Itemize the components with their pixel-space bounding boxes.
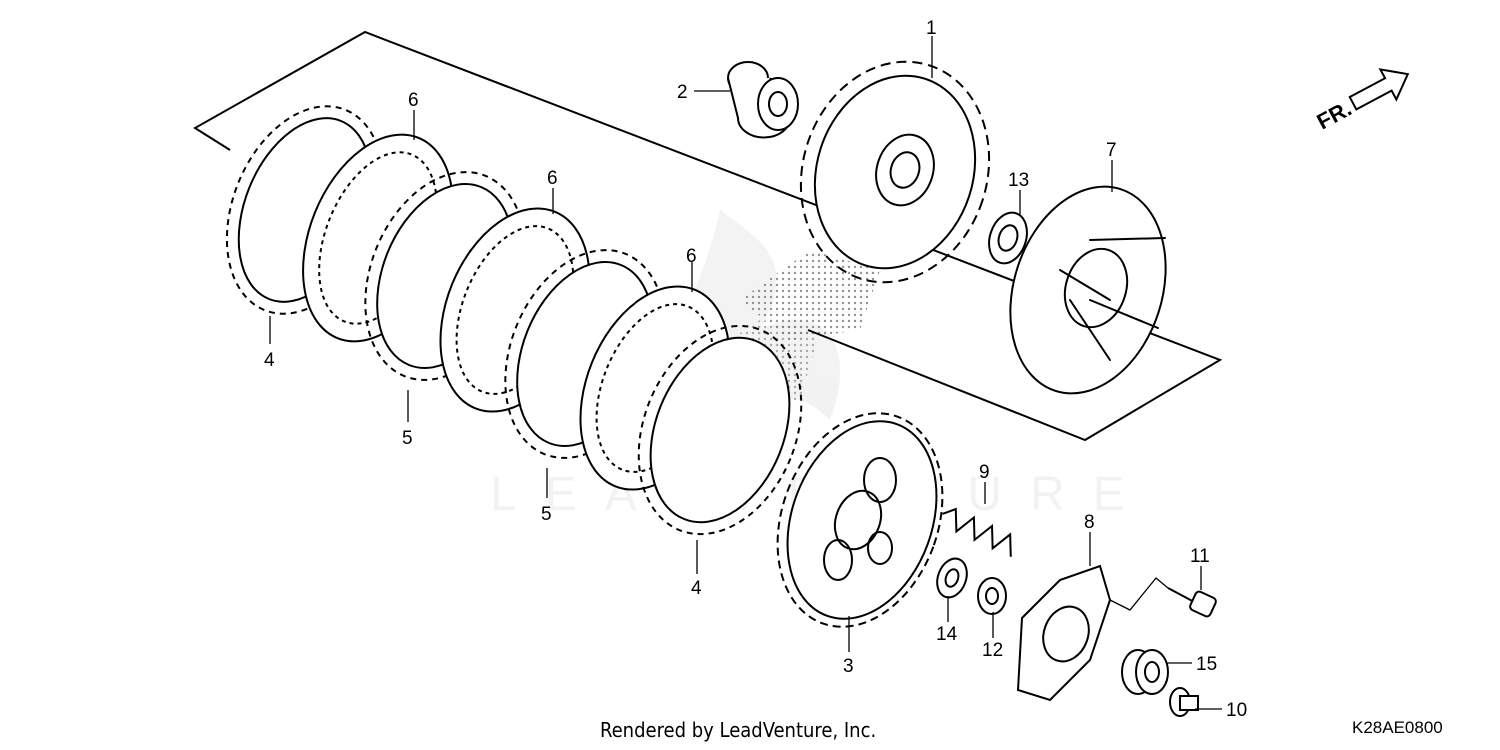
collar-12 — [977, 577, 1007, 615]
callout-1: 1 — [926, 18, 937, 39]
callout-8: 8 — [1084, 512, 1095, 533]
callout-labels: 1 2 3 4 4 5 5 6 6 6 7 8 9 10 11 12 13 14… — [264, 18, 1247, 721]
front-label: FR. — [1313, 96, 1356, 135]
spring-9 — [942, 507, 1012, 557]
callout-15: 15 — [1196, 654, 1217, 675]
callout-14: 14 — [936, 624, 958, 645]
diagram-code: K28AE0800 — [1352, 718, 1443, 737]
callout-4-left: 4 — [264, 350, 275, 371]
callout-10: 10 — [1226, 700, 1247, 721]
clutch-plate-stack — [225, 105, 803, 536]
assembly-bracket — [193, 30, 1223, 442]
bolt-11 — [1167, 587, 1217, 618]
lifter-plate-8 — [1016, 564, 1112, 702]
washer-14 — [936, 557, 968, 599]
leader-lines — [269, 36, 1222, 710]
pin-10 — [1169, 687, 1199, 717]
clutch-outer-1 — [799, 60, 991, 284]
bearing-15 — [1121, 649, 1169, 695]
callout-2: 2 — [677, 82, 688, 103]
callout-6-left: 6 — [408, 90, 419, 111]
collar-2 — [727, 61, 799, 139]
callout-3: 3 — [843, 656, 854, 677]
callout-7: 7 — [1106, 140, 1117, 161]
callout-13: 13 — [1008, 170, 1029, 191]
callout-5-left: 5 — [402, 428, 413, 449]
callout-6-right: 6 — [686, 246, 697, 267]
callout-6-middle: 6 — [547, 168, 558, 189]
callout-5-right: 5 — [541, 504, 552, 525]
rendered-by-credit: Rendered by LeadVenture, Inc. — [600, 718, 877, 742]
pressure-plate-7 — [1009, 185, 1167, 395]
front-direction-indicator: FR. — [1313, 68, 1410, 135]
callout-4-right: 4 — [691, 578, 702, 599]
washer-13 — [988, 211, 1028, 265]
clutch-center-3 — [776, 412, 944, 628]
callout-11: 11 — [1190, 546, 1210, 567]
callout-12: 12 — [982, 640, 1003, 661]
callout-9: 9 — [979, 462, 990, 483]
